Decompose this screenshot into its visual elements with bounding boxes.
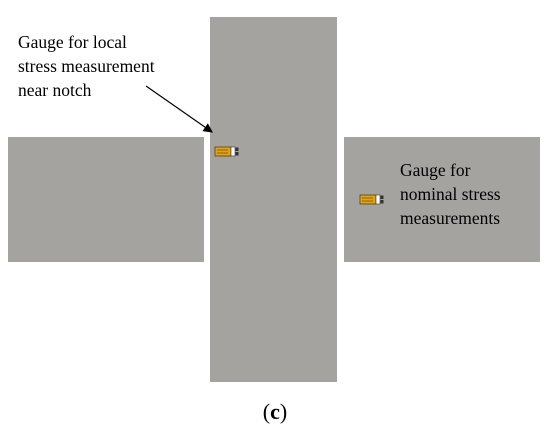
- figure-caption: (c): [0, 399, 550, 425]
- local-gauge-label: Gauge for local stress measurement near …: [18, 30, 155, 102]
- caption-letter: c: [270, 399, 280, 424]
- local-gauge-label-line-3: near notch: [18, 80, 92, 100]
- local-strain-gauge-icon: [214, 146, 239, 157]
- nominal-gauge-label-line-1: Gauge for: [400, 160, 471, 180]
- main-vertical-plate: [210, 17, 337, 382]
- nominal-gauge-label: Gauge for nominal stress measurements: [400, 158, 501, 230]
- caption-close-paren: ): [279, 399, 288, 424]
- left-attachment-plate: [8, 137, 204, 262]
- nominal-gauge-label-line-2: nominal stress: [400, 184, 501, 204]
- leader-arrow: [145, 85, 213, 133]
- local-gauge-label-line-2: stress measurement: [18, 56, 155, 76]
- caption-open-paren: (: [262, 399, 271, 424]
- local-gauge-label-line-1: Gauge for local: [18, 32, 127, 52]
- nominal-strain-gauge-icon: [359, 194, 384, 205]
- nominal-gauge-label-line-3: measurements: [400, 208, 501, 228]
